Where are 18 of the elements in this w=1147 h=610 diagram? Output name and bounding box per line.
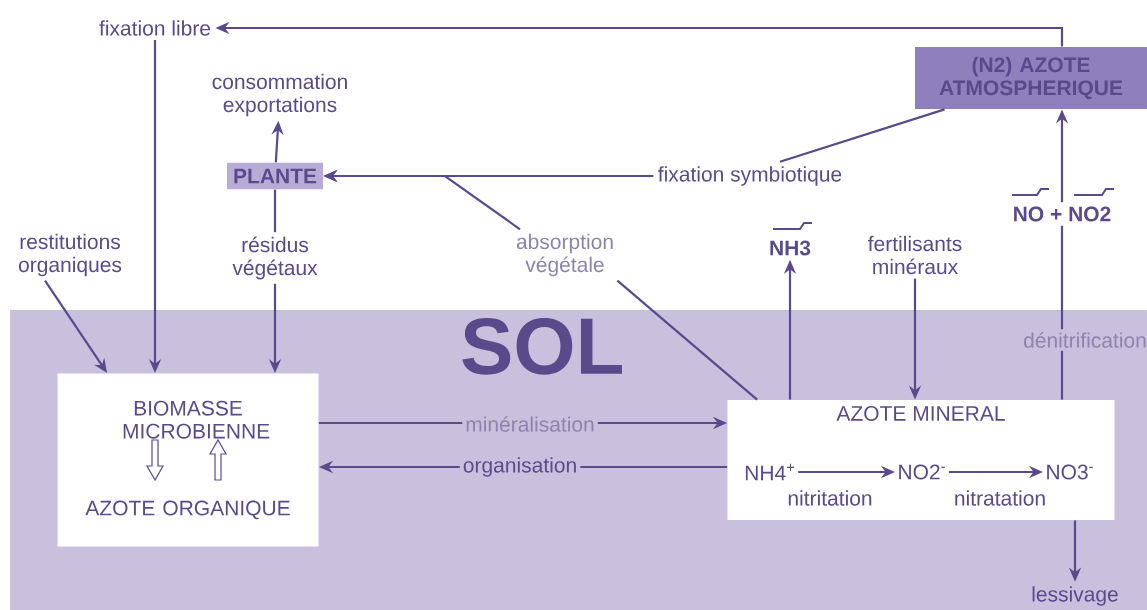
text-label: NH3 [770, 240, 811, 256]
text-label: fixation symbiotique [658, 166, 842, 186]
text-label: résidus végétaux [232, 236, 318, 280]
edge-label: nitritation [784, 487, 876, 509]
text-label: fertilisants minéraux [868, 235, 962, 275]
edge-label: organisation [459, 454, 581, 480]
plant-box: PLANTE [227, 162, 323, 190]
text-label: fixation libre [99, 20, 211, 36]
text-label: NO + NO2 [1014, 206, 1111, 222]
edge-label: nitratation [950, 487, 1050, 509]
process-box: BIOMASSE MICROBIENNE AZOTE ORGANIQUE [57, 373, 319, 547]
text-label: absorption végétale [516, 233, 613, 277]
text-label: lessivage [1032, 586, 1118, 606]
text-label: consommation exportations [212, 73, 347, 117]
edge-label: dénitrification [1020, 329, 1147, 351]
edge-label: minéralisation [462, 413, 598, 435]
text-label: restitutions organiques [18, 233, 122, 277]
text-label: NH4$^{+}$ [742, 461, 798, 483]
